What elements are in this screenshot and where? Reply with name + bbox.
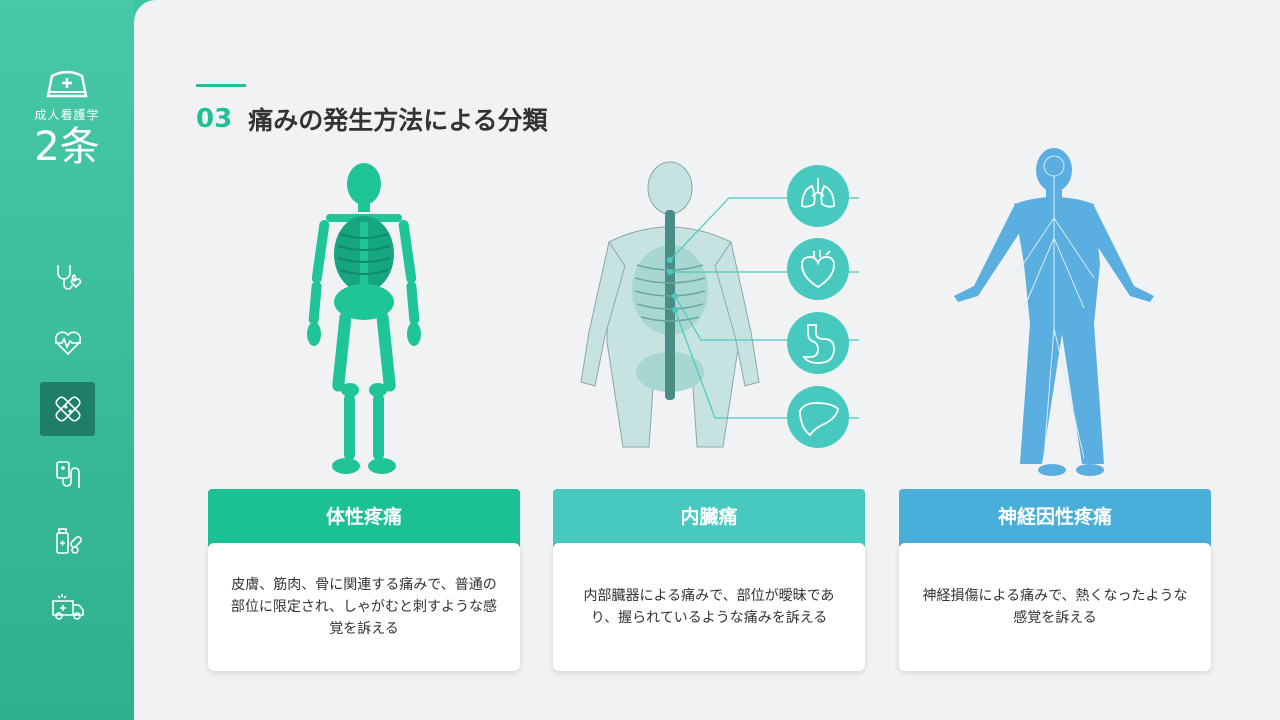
- nav-item-iv-drip[interactable]: [40, 448, 95, 502]
- nurse-cap-icon: [46, 70, 88, 98]
- stethoscope-heart-icon: [56, 265, 81, 290]
- card-title: 神経因性疼痛: [899, 489, 1211, 547]
- card-description: 内部臓器による痛みで、部位が曖昧であり、握られているような痛みを訴える: [553, 543, 865, 671]
- card-title: 体性疼痛: [208, 489, 520, 547]
- internal-organs-illustration: [580, 161, 859, 448]
- card-neuropathic-pain: 神経因性疼痛 神経損傷による痛みで、熱くなったような感覚を訴える: [899, 489, 1211, 671]
- stomach-icon: [787, 312, 849, 374]
- lungs-icon: [787, 165, 849, 227]
- nervous-system-illustration: [954, 148, 1154, 476]
- heading-accent-bar: [196, 84, 246, 87]
- skeleton-illustration: [307, 163, 421, 474]
- section-title: 痛みの発生方法による分類: [248, 106, 548, 135]
- card-description: 神経損傷による痛みで、熱くなったような感覚を訴える: [899, 543, 1211, 671]
- card-description: 皮膚、筋肉、骨に関連する痛みで、普通の部位に限定され、しゃがむと刺すような感覚を…: [208, 543, 520, 671]
- brand-name: 2条: [34, 124, 100, 170]
- section-number: 03: [196, 104, 233, 134]
- bandage-icon: [54, 396, 81, 422]
- iv-drip-icon: [55, 461, 80, 488]
- card-somatic-pain: 体性疼痛 皮膚、筋肉、骨に関連する痛みで、普通の部位に限定され、しゃがむと刺すよ…: [208, 489, 520, 671]
- sidebar-nav: [40, 250, 96, 646]
- medicine-pills-icon: [55, 528, 82, 554]
- brand-label: 成人看護学: [34, 108, 100, 122]
- nav-item-medicine[interactable]: [40, 514, 95, 568]
- heart-icon: [787, 238, 849, 300]
- main-content: 03 痛みの発生方法による分類: [134, 0, 1280, 720]
- nav-item-heartbeat[interactable]: [40, 316, 95, 370]
- brand: 成人看護学 2条: [0, 70, 134, 169]
- section-heading: 03 痛みの発生方法による分類: [196, 84, 547, 137]
- nav-item-stethoscope[interactable]: [40, 250, 95, 304]
- nav-item-bandage[interactable]: [40, 382, 95, 436]
- sidebar: 成人看護学 2条: [0, 0, 134, 720]
- card-visceral-pain: 内臓痛 内部臓器による痛みで、部位が曖昧であり、握られているような痛みを訴える: [553, 489, 865, 671]
- liver-icon: [787, 386, 849, 448]
- nav-item-ambulance[interactable]: [40, 580, 95, 634]
- ambulance-icon: [51, 594, 84, 620]
- heartbeat-icon: [54, 331, 81, 356]
- card-title: 内臓痛: [553, 489, 865, 547]
